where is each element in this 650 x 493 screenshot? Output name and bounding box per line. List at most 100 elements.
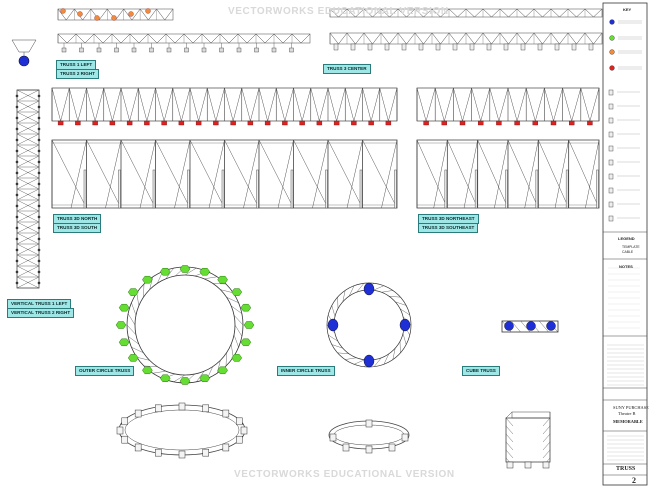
green-light xyxy=(180,266,190,273)
green-light xyxy=(241,339,251,346)
key-symbol xyxy=(609,160,613,165)
titleblock-show-line1: SUNY PURCHASE xyxy=(613,405,649,410)
spot-light xyxy=(290,48,294,52)
red-clamp-light xyxy=(58,121,63,125)
green-light xyxy=(232,354,242,361)
outer-circle-truss-inner-ring xyxy=(135,275,235,375)
green-light xyxy=(232,289,242,296)
spot-light xyxy=(334,44,338,50)
key-symbol xyxy=(609,132,613,137)
watermark-top: VECTORWORKS EDUCATIONAL VERSION xyxy=(228,6,449,17)
red-clamp-light xyxy=(317,121,322,125)
inner-circle-truss-outer-ring xyxy=(327,283,411,367)
spot-light xyxy=(385,44,389,50)
green-light xyxy=(160,268,170,275)
iso-fixture xyxy=(402,434,408,441)
key-symbol xyxy=(609,146,613,151)
iso-fixture xyxy=(135,444,141,451)
spot-light xyxy=(115,48,119,52)
red-clamp-light xyxy=(386,121,391,125)
red-clamp-light xyxy=(75,121,80,125)
iso-fixture xyxy=(203,405,209,412)
outer-circle-truss-iso-inner xyxy=(125,410,239,450)
spot-light xyxy=(504,44,508,50)
spot-light xyxy=(80,48,84,52)
titleblock-legend-cable: CABLE xyxy=(622,250,633,254)
red-clamp-light xyxy=(248,121,253,125)
red-clamp-light xyxy=(587,121,592,125)
green-light xyxy=(142,276,152,283)
blue-light xyxy=(547,322,556,331)
red-clamp-light xyxy=(442,121,447,125)
key-symbol xyxy=(610,36,615,41)
label-truss-3d-south: TRUSS 3D SOUTH xyxy=(53,223,101,233)
blue-light xyxy=(364,283,374,295)
blue-light xyxy=(328,319,338,331)
iso-fixture xyxy=(155,449,161,456)
green-light xyxy=(241,304,251,311)
iso-fixture xyxy=(223,444,229,451)
red-clamp-light xyxy=(551,121,556,125)
watermark-bottom: VECTORWORKS EDUCATIONAL VERSION xyxy=(234,469,455,480)
titleblock-key-heading: KEY xyxy=(623,7,631,12)
label-truss-2-right: TRUSS 2 RIGHT xyxy=(56,69,99,79)
iso-fixture xyxy=(122,418,128,425)
blue-light xyxy=(400,319,410,331)
blue-light xyxy=(505,322,514,331)
key-symbol xyxy=(609,216,613,221)
spot-light xyxy=(453,44,457,50)
key-symbol xyxy=(609,202,613,207)
spot-light xyxy=(150,48,154,52)
key-symbol xyxy=(610,66,615,71)
red-clamp-light xyxy=(515,121,520,125)
iso-fixture xyxy=(330,434,336,441)
blue-light xyxy=(19,56,29,66)
red-clamp-light xyxy=(127,121,132,125)
spot-light xyxy=(97,48,101,52)
red-clamp-light xyxy=(424,121,429,125)
titleblock-sheet-number: 2 xyxy=(632,476,636,485)
red-clamp-light xyxy=(478,121,483,125)
titleblock-show-line2: Theatre B xyxy=(618,411,635,416)
red-clamp-light xyxy=(213,121,218,125)
iso-fixture xyxy=(366,420,372,427)
spot-light xyxy=(167,48,171,52)
red-clamp-light xyxy=(282,121,287,125)
iso-fixture xyxy=(117,427,123,434)
blue-light xyxy=(527,322,536,331)
spot-light xyxy=(132,48,136,52)
key-symbol xyxy=(609,104,613,109)
key-symbol xyxy=(609,174,613,179)
iso-fixture xyxy=(203,449,209,456)
green-light xyxy=(218,367,228,374)
spot-light xyxy=(185,48,189,52)
iso-fixture xyxy=(543,462,549,468)
label-cube-truss: CUBE TRUSS xyxy=(462,366,500,376)
red-clamp-light xyxy=(196,121,201,125)
red-clamp-light xyxy=(496,121,501,125)
iso-fixture xyxy=(241,427,247,434)
green-light xyxy=(116,322,126,329)
red-clamp-light xyxy=(334,121,339,125)
outer-circle-truss-outer-ring xyxy=(127,267,243,383)
red-clamp-light xyxy=(460,121,465,125)
red-clamp-light xyxy=(231,121,236,125)
iso-fixture xyxy=(525,462,531,468)
titleblock-drawing-name: MEMORABLE xyxy=(613,419,643,424)
iso-fixture xyxy=(343,444,349,451)
titleblock-legend-template: TEMPLATE xyxy=(622,245,640,249)
orange-light xyxy=(78,12,83,17)
key-symbol xyxy=(610,20,615,25)
iso-fixture xyxy=(389,444,395,451)
spot-light xyxy=(220,48,224,52)
spot-light xyxy=(368,44,372,50)
red-clamp-light xyxy=(533,121,538,125)
titleblock-notes-heading: NOTES xyxy=(619,264,633,269)
spot-light xyxy=(436,44,440,50)
green-light xyxy=(119,304,129,311)
spot-light xyxy=(402,44,406,50)
iso-fixture xyxy=(155,405,161,412)
green-light xyxy=(200,268,210,275)
spot-light xyxy=(487,44,491,50)
green-light xyxy=(200,375,210,382)
